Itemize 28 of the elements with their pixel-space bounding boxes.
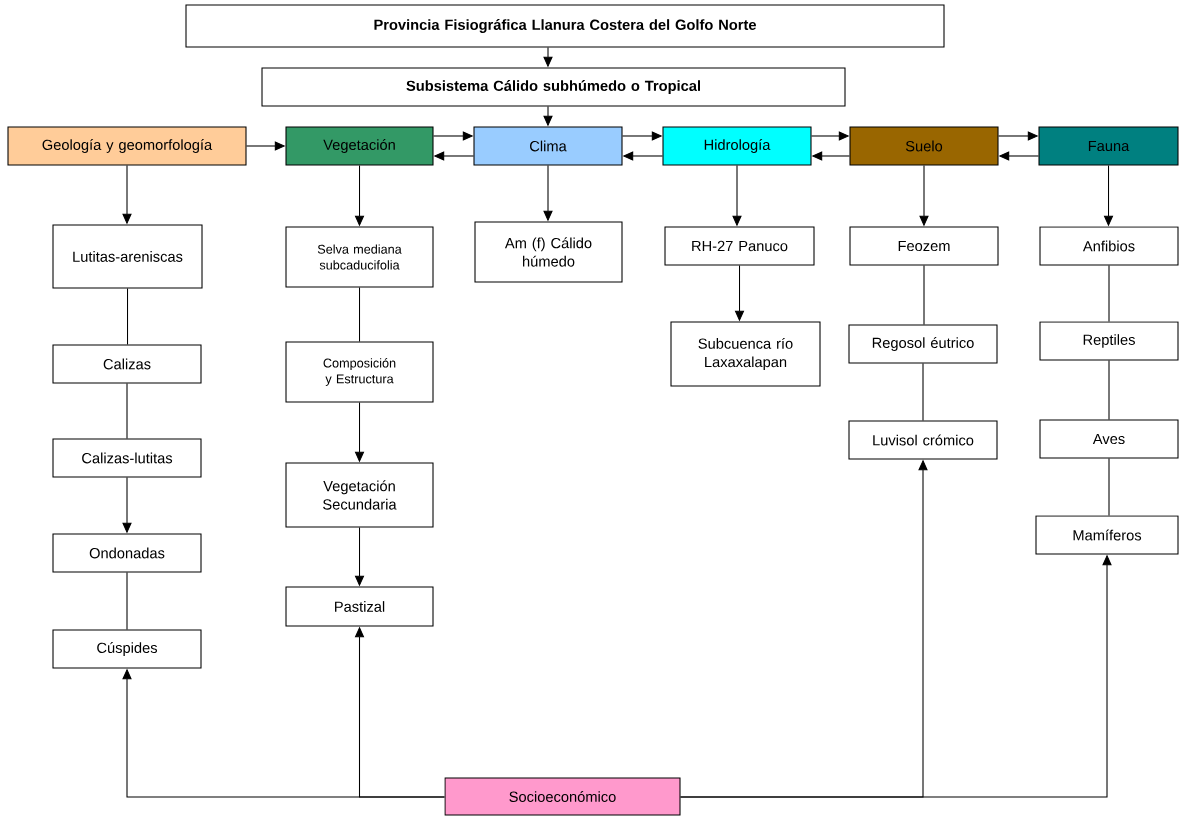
- item-box: Pastizal: [285, 586, 434, 627]
- category-box: Fauna: [1038, 126, 1179, 166]
- category-box: Geología y geomorfología: [7, 126, 247, 166]
- item-box: Ondonadas: [52, 533, 202, 573]
- item-box: Reptiles: [1039, 321, 1179, 361]
- item-box: Feozem: [849, 226, 999, 266]
- item-box: Subcuenca río Laxaxalapan: [670, 321, 821, 387]
- social-box: Socioeconómico: [444, 777, 681, 816]
- category-box: Clima: [473, 126, 623, 166]
- item-box: Selva mediana subcaducifolia: [285, 226, 434, 288]
- item-box: Cúspides: [52, 629, 202, 669]
- subsystem-box: Subsistema Cálido subhúmedo o Tropical: [261, 67, 846, 107]
- item-box: Lutitas-areniscas: [52, 224, 203, 289]
- item-box: Mamíferos: [1035, 515, 1179, 555]
- item-box: Vegetación Secundaria: [285, 462, 434, 528]
- category-box: Hidrología: [662, 126, 812, 166]
- item-box: Am (f) Cálido húmedo: [474, 221, 623, 283]
- item-box: Composición y Estructura: [285, 341, 434, 403]
- title-box: Provincia Fisiográfica Llanura Costera del Golfo Norte: [185, 4, 945, 48]
- item-box: Luvisol crómico: [848, 420, 998, 460]
- category-box: Suelo: [849, 126, 999, 166]
- item-box: Calizas: [52, 344, 202, 384]
- item-box: RH-27 Panuco: [664, 226, 815, 266]
- item-box: Calizas-lutitas: [52, 438, 202, 478]
- item-box: Regosol éutrico: [848, 324, 998, 364]
- item-box: Aves: [1039, 419, 1179, 459]
- category-box: Vegetación: [285, 126, 434, 166]
- item-box: Anfibios: [1039, 226, 1179, 266]
